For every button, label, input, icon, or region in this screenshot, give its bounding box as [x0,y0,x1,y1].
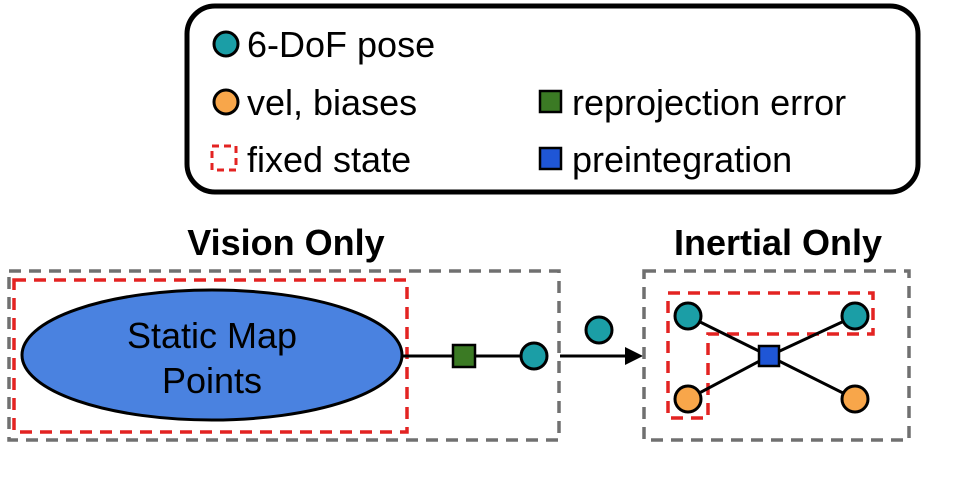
preintegration-factor-node [757,344,781,368]
vision-pose-node [519,341,549,371]
transferred-pose-node [584,315,614,345]
transition-arrow [560,315,643,365]
edge-top-left [687,314,770,358]
static-map-points-label-line2: Points [162,360,262,401]
reprojection-legend-label: reprojection error [572,82,846,123]
inertial-pose-node-right [840,301,870,331]
vel-legend-label: vel, biases [247,82,417,123]
inertial-fixed-state-box [666,291,875,420]
vel-legend-icon [212,88,240,116]
pose-legend-icon [212,30,240,58]
pose-legend-label: 6-DoF pose [247,24,435,65]
inertial-only-group: Inertial Only [642,222,911,442]
inertial-group-box [642,269,911,442]
vel-bias-node-right [840,384,870,414]
reprojection-legend-icon [538,89,563,114]
edge-bottom-right [768,354,856,401]
inertial-only-title: Inertial Only [674,222,882,263]
vel-bias-node-left [673,384,703,414]
vision-only-group: Vision Only Static Map Points [7,222,561,442]
fixed-state-legend-icon [210,144,238,172]
vision-only-title: Vision Only [187,222,384,263]
inertial-pose-node-left [673,301,703,331]
legend: 6-DoF pose vel, biases fixed state repro… [184,3,921,195]
arrow-head-icon [625,347,643,365]
reprojection-factor-node [451,343,477,369]
static-map-points-label-line1: Static Map [127,315,297,356]
preintegration-legend-icon [538,146,563,171]
edge-bottom-left [687,354,770,401]
preintegration-legend-label: preintegration [572,139,792,180]
edge-top-right [768,314,856,358]
fixed-state-legend-label: fixed state [247,139,411,180]
